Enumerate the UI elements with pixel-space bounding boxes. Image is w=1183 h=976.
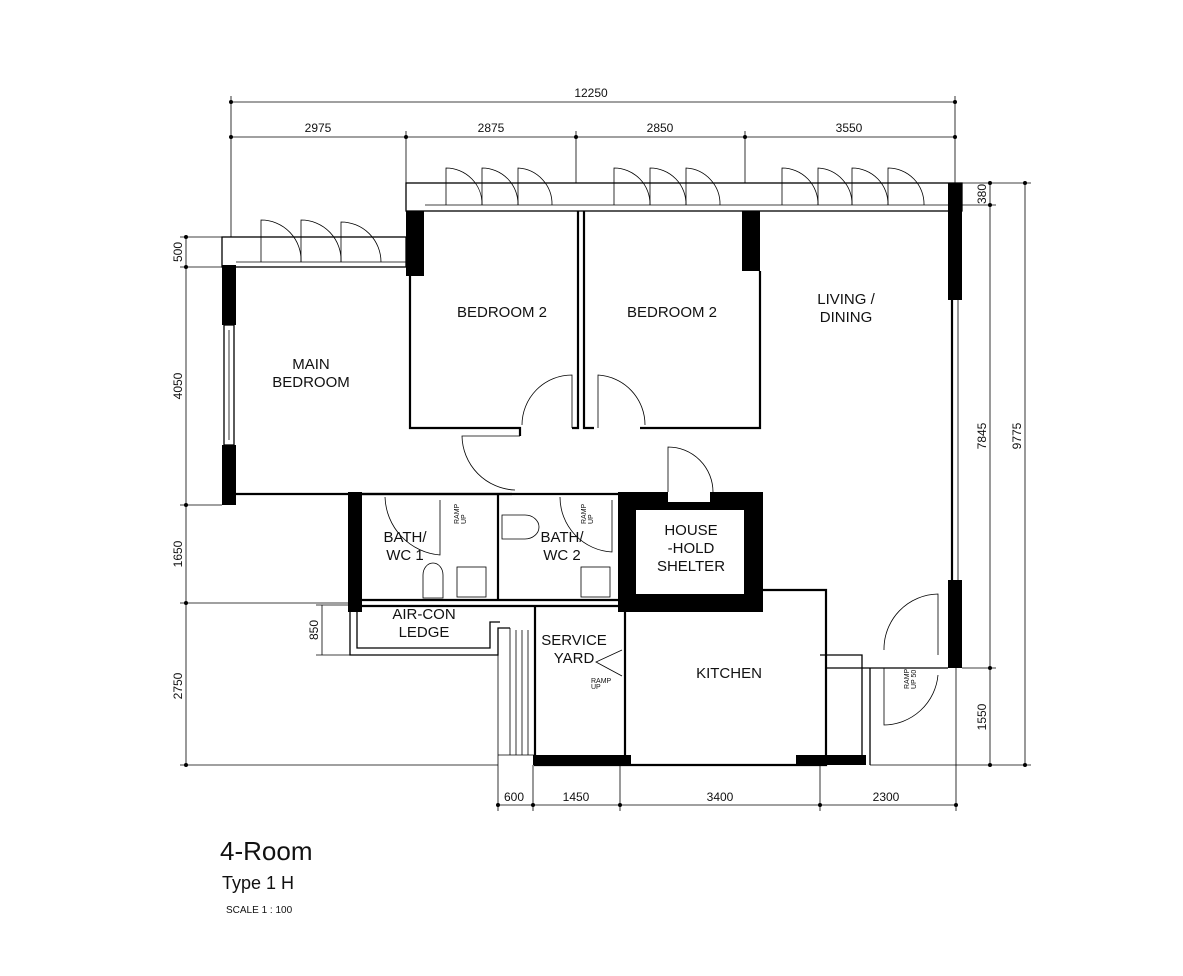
dim-top-total: 12250 [574, 86, 608, 100]
room-kitchen: KITCHEN [696, 665, 762, 682]
room-shelter-2: -HOLD [668, 540, 715, 557]
ramp-label-3: RAMP [591, 678, 612, 685]
plan-title: 4-Room [220, 836, 312, 866]
dim-left-1: 500 [171, 242, 185, 262]
room-service-2: YARD [554, 650, 595, 667]
room-bath2-1: BATH/ [540, 529, 584, 546]
room-bath2-2: WC 2 [543, 547, 581, 564]
room-service-1: SERVICE [541, 632, 607, 649]
dim-bottom-1: 600 [504, 790, 524, 804]
ramp-label-2: RAMP [581, 503, 588, 524]
dim-left-3: 1650 [171, 540, 185, 567]
ramp-label-2b: UP [588, 514, 595, 524]
room-living-1: LIVING / [817, 291, 875, 308]
dimension-lines [180, 96, 1031, 811]
room-aircon-2: LEDGE [399, 624, 450, 641]
room-bath1-2: WC 1 [386, 547, 424, 564]
dim-left-5: 2750 [171, 672, 185, 699]
dim-right-1: 380 [975, 184, 989, 204]
dim-bottom-2: 1450 [563, 790, 590, 804]
room-shelter-1: HOUSE [664, 522, 717, 539]
dim-left-2: 4050 [171, 372, 185, 399]
dim-bottom-3: 3400 [707, 790, 734, 804]
dim-right-2: 7845 [975, 422, 989, 449]
ramp-label-3b: UP [591, 684, 601, 691]
room-main-bedroom-1: MAIN [292, 356, 330, 373]
dim-top-1: 2975 [305, 121, 332, 135]
ramp-label-4b: UP 50 [911, 670, 918, 689]
plan-scale: SCALE 1 : 100 [226, 905, 293, 916]
dim-top-3: 2850 [647, 121, 674, 135]
dim-top-4: 3550 [836, 121, 863, 135]
fixtures [422, 514, 611, 599]
ramp-label-4: RAMP [904, 668, 911, 689]
dim-left-4: 850 [307, 620, 321, 640]
room-main-bedroom-2: BEDROOM [272, 374, 350, 391]
toilet-icon [422, 562, 444, 599]
room-bath1-1: BATH/ [383, 529, 427, 546]
dim-right-3: 9775 [1010, 422, 1024, 449]
dim-top-2: 2875 [478, 121, 505, 135]
dim-right-4: 1550 [975, 703, 989, 730]
room-shelter-3: SHELTER [657, 558, 725, 575]
walls [221, 182, 963, 767]
ramp-label-1: RAMP [454, 503, 461, 524]
dim-bottom-4: 2300 [873, 790, 900, 804]
room-living-2: DINING [820, 309, 873, 326]
room-bedroom-2b: BEDROOM 2 [627, 304, 717, 321]
plan-subtitle: Type 1 H [222, 873, 294, 893]
room-bedroom-2a: BEDROOM 2 [457, 304, 547, 321]
toilet-icon [501, 514, 540, 540]
ramp-label-1b: UP [461, 514, 468, 524]
room-aircon-1: AIR-CON [392, 606, 455, 623]
doors [260, 167, 939, 726]
